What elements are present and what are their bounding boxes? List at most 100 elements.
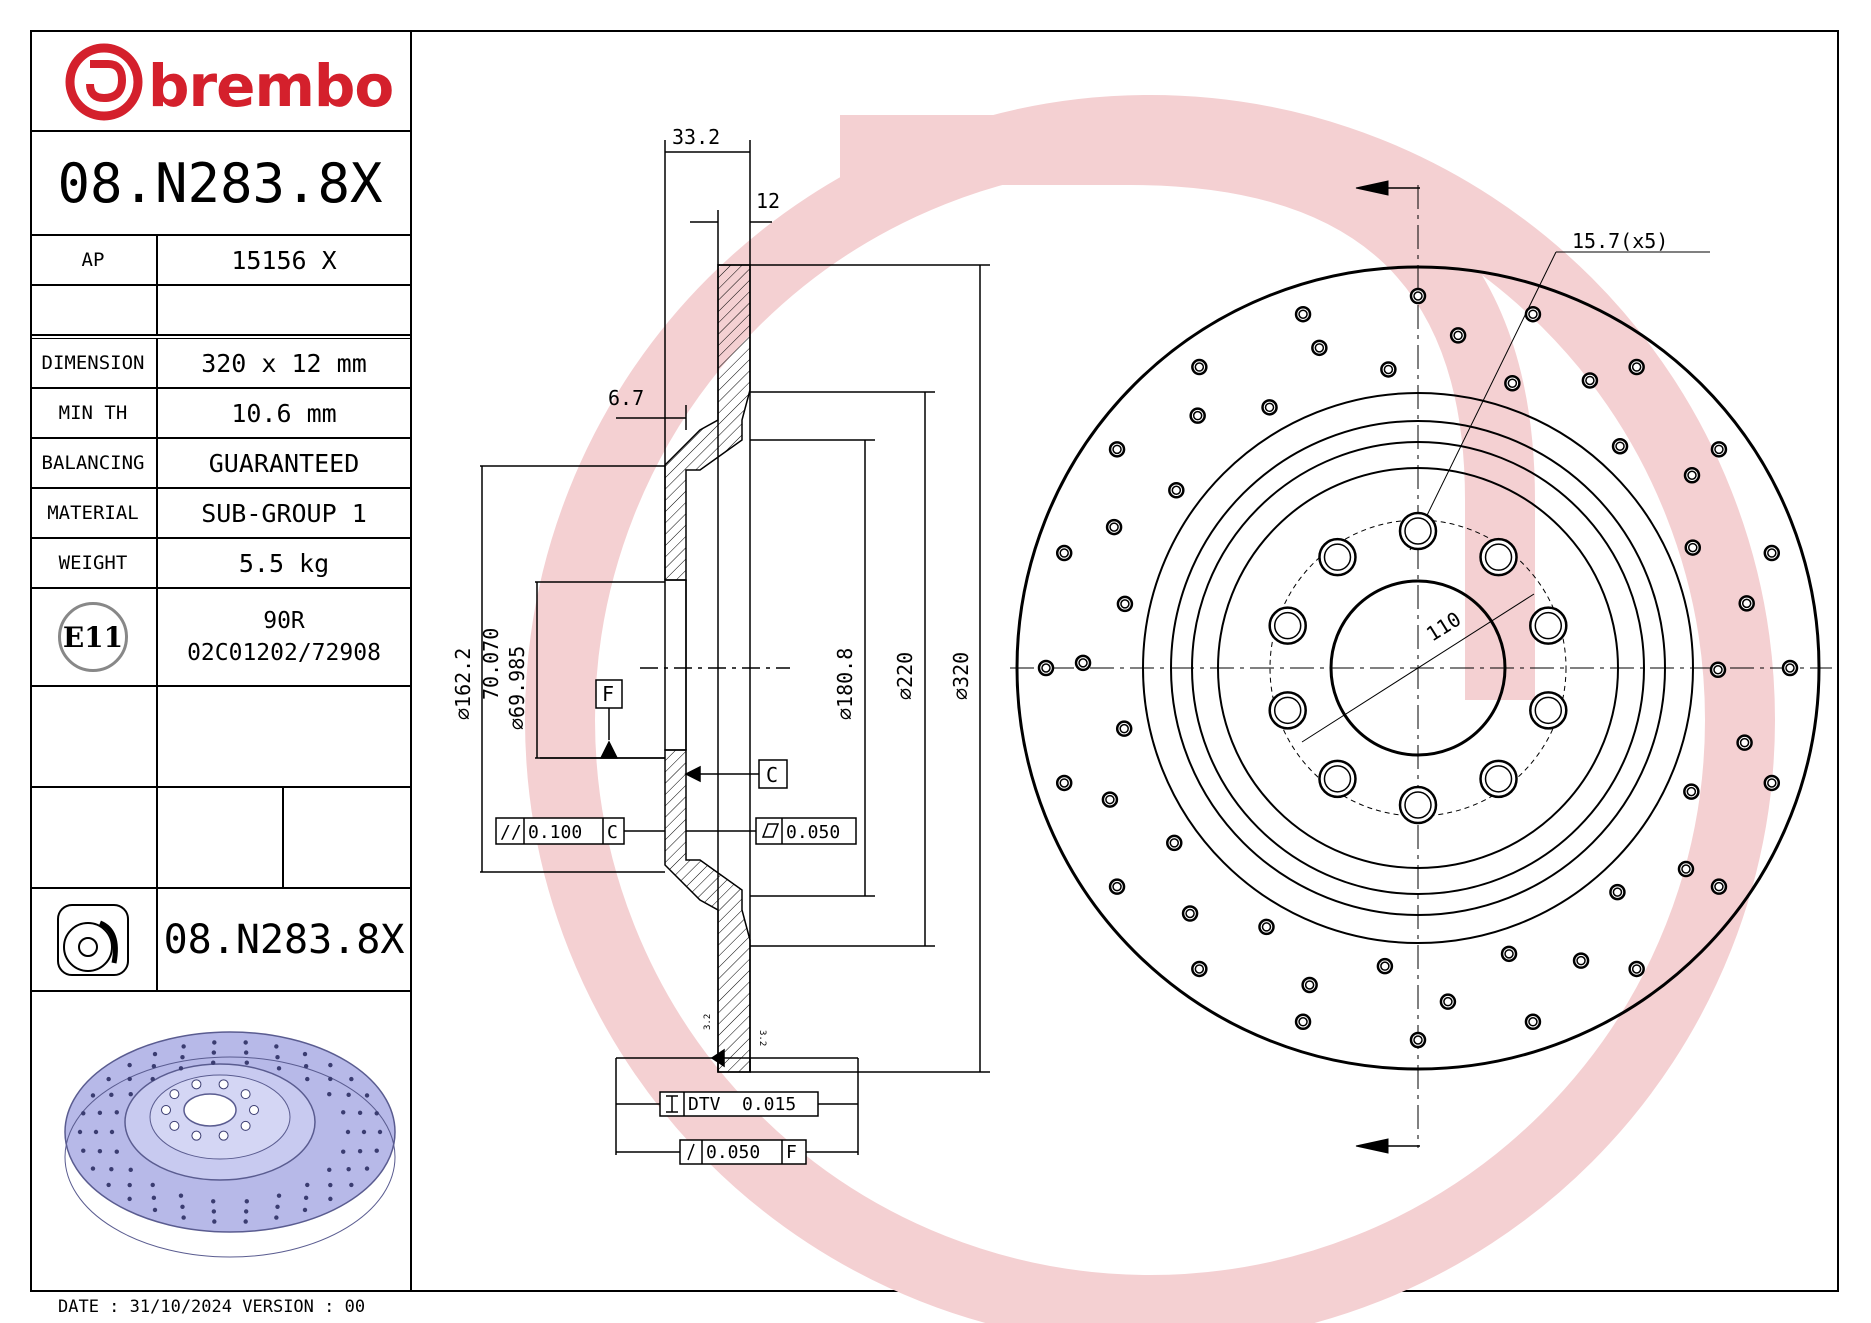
spec-value: 5.5 kg	[238, 548, 330, 578]
approval-values: 90R 02C01202/72908	[158, 589, 410, 685]
render-drill-dot	[109, 1129, 115, 1135]
drilled-hole	[1166, 834, 1183, 852]
render-drill-dot	[303, 1195, 309, 1201]
render-bolt-hole	[218, 1079, 229, 1090]
drilled-hole-inner	[1612, 887, 1623, 897]
drilled-hole	[1191, 960, 1208, 978]
render-drill-dot	[151, 1063, 157, 1069]
drilled-hole	[1763, 544, 1781, 562]
spec-row-balancing: BALANCING GUARANTEED	[30, 439, 410, 489]
render-drill-dot	[364, 1166, 370, 1171]
render-drill-dot	[345, 1129, 351, 1135]
part-code-row: 08.N283.8X	[30, 132, 410, 236]
render-drill-dot	[364, 1093, 370, 1098]
render-drill-dot	[274, 1044, 279, 1049]
render-bolt-hole	[218, 1130, 229, 1141]
drilled-hole-inner	[1688, 542, 1698, 553]
render-drill-dot	[327, 1091, 332, 1097]
drilled-hole	[1611, 437, 1629, 455]
drilled-hole-inner	[1687, 470, 1697, 481]
render-drill-dot	[305, 1076, 310, 1082]
render-drill-dot	[106, 1182, 111, 1188]
render-drill-dot	[276, 1066, 282, 1071]
spec-value: SUB-GROUP 1	[201, 498, 367, 528]
drilled-hole	[1294, 305, 1312, 323]
drilled-hole-inner	[1383, 364, 1394, 375]
drilled-hole	[1376, 957, 1394, 975]
render-drill-dot	[109, 1166, 114, 1172]
hub-hole-inner	[1323, 543, 1352, 571]
render-drill-dot	[178, 1066, 184, 1071]
disc-icon-cell	[30, 889, 158, 990]
drilled-hole	[1409, 1031, 1427, 1049]
drilled-hole-inner	[1576, 955, 1586, 966]
render-drill-dot	[77, 1129, 83, 1135]
drilled-hole-inner	[1453, 330, 1463, 341]
drilled-hole-inner	[1314, 343, 1325, 353]
spec-label: MATERIAL	[30, 489, 158, 537]
bottom-code: 08.N283.8X	[163, 916, 405, 963]
spec-row-empty	[30, 286, 410, 336]
render-drill-dot	[109, 1092, 114, 1098]
drilled-hole	[1409, 287, 1427, 305]
render-drill-dot	[328, 1182, 333, 1188]
spec-value: GUARANTEED	[208, 448, 360, 478]
render-drill-dot	[244, 1199, 249, 1204]
spec-label: BALANCING	[30, 439, 158, 487]
render-drill-dot	[341, 1110, 346, 1115]
render-drill-dot	[181, 1044, 186, 1049]
drilled-hole	[1108, 441, 1126, 458]
render-drill-dot	[328, 1076, 333, 1082]
front-view	[1010, 180, 1832, 1154]
hub-hole-inner	[1404, 791, 1432, 819]
drilled-hole	[1294, 1013, 1312, 1031]
drilled-hole	[1168, 481, 1185, 499]
spec-row-ap: AP 15156 X	[30, 236, 410, 286]
e11-mark: E11	[58, 602, 128, 672]
separator	[30, 336, 410, 339]
drilled-hole-inner	[1767, 548, 1777, 558]
render-drill-dot	[178, 1193, 184, 1198]
drilled-hole	[1191, 358, 1208, 376]
render-bolt-hole	[191, 1079, 202, 1090]
drilled-hole-inner	[1120, 599, 1130, 609]
drilled-hole	[1683, 783, 1700, 800]
drilled-hole-inner	[1264, 402, 1275, 413]
render-drill-dot	[93, 1129, 99, 1135]
render-drill-dot	[114, 1110, 119, 1115]
drilled-hole-inner	[1171, 485, 1182, 495]
render-drill-dot	[243, 1209, 249, 1214]
drilled-hole-inner	[1504, 949, 1514, 959]
drilled-hole-inner	[1585, 375, 1595, 386]
hub-hole-inner	[1484, 543, 1513, 571]
render-drill-dot	[211, 1199, 216, 1204]
drilled-hole-inner	[1785, 663, 1795, 673]
approval-row: E11 90R 02C01202/72908	[30, 589, 410, 687]
render-drill-dot	[328, 1196, 333, 1202]
hub-hole-inner	[1273, 696, 1302, 725]
drilled-hole-inner	[1413, 1035, 1423, 1045]
drilled-hole-inner	[1109, 522, 1119, 532]
drilled-hole	[1736, 734, 1753, 751]
render-drill-dot	[374, 1111, 379, 1116]
render-drill-dot	[90, 1166, 96, 1171]
drilled-hole-inner	[1380, 961, 1390, 971]
drilled-hole-inner	[1714, 444, 1724, 455]
render-drill-dot	[346, 1092, 351, 1098]
spec-label: AP	[30, 236, 158, 284]
drilled-hole	[1311, 339, 1328, 357]
approval-line1: 90R	[263, 608, 305, 634]
disc-caliper-icon	[57, 903, 129, 976]
drilled-hole	[1449, 327, 1467, 344]
render-holes	[77, 1040, 383, 1224]
render-drill-dot	[97, 1148, 103, 1154]
render-drill-dot	[127, 1182, 132, 1188]
drilled-hole-inner	[1741, 598, 1752, 609]
render-drill-dot	[151, 1195, 157, 1201]
drilled-hole	[1609, 883, 1626, 901]
drilled-hole	[1116, 595, 1134, 613]
render-drill-dot	[276, 1193, 282, 1198]
render-drill-dot	[349, 1182, 354, 1188]
drilled-hole	[1301, 976, 1318, 994]
